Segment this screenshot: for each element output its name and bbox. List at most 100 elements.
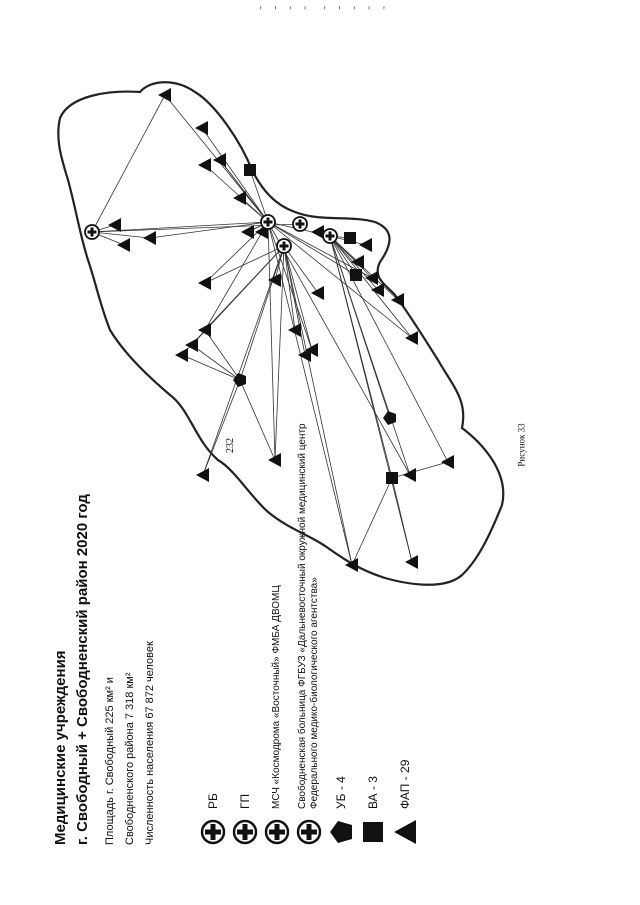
connection-line xyxy=(267,221,313,351)
fap-marker xyxy=(241,225,254,239)
legend-label: ФАП - 29 xyxy=(398,759,412,809)
fap-marker xyxy=(268,453,281,467)
scan-marks-left: ' ' ' ' xyxy=(258,6,310,16)
connection-line xyxy=(267,221,276,461)
legend-item-fap: ФАП - 29 xyxy=(392,405,418,845)
connection-line xyxy=(267,221,373,279)
pentagon-icon xyxy=(330,821,352,843)
connection-line xyxy=(191,344,241,381)
fap-marker xyxy=(117,238,130,252)
title-line-1: Медицинские учреждения xyxy=(52,650,69,845)
title-line-2: г. Свободный + Свободненский район 2020 … xyxy=(74,494,91,845)
connection-line xyxy=(181,354,241,381)
fap-marker xyxy=(391,293,404,307)
legend-label: ГП xyxy=(238,793,252,809)
hospital-marker-cross xyxy=(295,222,305,226)
connection-line xyxy=(267,221,353,566)
triangle-icon xyxy=(394,820,416,844)
connection-line xyxy=(91,231,151,239)
map-title: Медицинские учреждения г. Свободный + Св… xyxy=(50,25,94,845)
legend-label: МСЧ «Космодрома «Восточный» ФМБА ДВОМЦ xyxy=(271,585,282,809)
connection-line xyxy=(267,221,413,339)
fap-marker xyxy=(371,283,384,297)
fap-marker xyxy=(298,348,311,362)
connection-line xyxy=(329,235,411,476)
fap-marker xyxy=(195,121,208,135)
stats-population: Численность населения 67 872 человек xyxy=(144,641,156,845)
fap-marker xyxy=(198,276,211,290)
legend-item-gp: ГП xyxy=(232,405,258,845)
figure-caption: Рисунок 33 xyxy=(516,423,527,467)
connection-line xyxy=(91,221,269,233)
legend-block: Медицинские учреждения г. Свободный + Св… xyxy=(50,25,416,845)
fap-marker xyxy=(185,338,198,352)
connection-line xyxy=(202,379,241,476)
connection-line xyxy=(283,245,319,294)
connection-line xyxy=(329,235,413,563)
fap-marker xyxy=(198,158,211,172)
fap-marker xyxy=(405,555,418,569)
cross-circle-icon xyxy=(296,819,322,845)
connection-line xyxy=(249,169,269,223)
hospital-marker-cross xyxy=(279,244,289,248)
legend-item-hospital: Свободненская больница ФГБУЗ «Дальневост… xyxy=(296,405,322,845)
facility-markers xyxy=(84,88,454,572)
connection-line xyxy=(202,245,285,476)
legend-label: УБ - 4 xyxy=(334,776,348,809)
fap-marker xyxy=(359,238,372,252)
legend-list: РБ ГП МСЧ «Космодрома «Восточный» ФМБА Д… xyxy=(200,405,424,845)
connection-line xyxy=(283,245,296,331)
fap-marker xyxy=(158,88,171,102)
fap-marker xyxy=(311,225,324,239)
legend-item-va: ВА - 3 xyxy=(360,405,386,845)
connection-line xyxy=(391,461,449,479)
legend-label: ВА - 3 xyxy=(366,776,380,809)
connection-line xyxy=(204,329,241,381)
hospital-marker xyxy=(292,216,308,232)
hospital-marker-cross xyxy=(263,220,273,224)
connection-line xyxy=(239,379,276,461)
legend-label: Свободненская больница ФГБУЗ «Дальневост… xyxy=(297,423,320,809)
fap-marker xyxy=(268,273,281,287)
district-boundary xyxy=(57,81,505,586)
fap-marker xyxy=(233,191,246,205)
hospital-marker-cross xyxy=(87,230,97,234)
fap-marker xyxy=(213,153,226,167)
connection-line xyxy=(91,94,166,233)
connection-line xyxy=(201,127,269,223)
va-marker xyxy=(244,164,256,176)
fap-marker xyxy=(288,323,301,337)
connection-line xyxy=(329,235,413,339)
fap-marker xyxy=(441,455,454,469)
stats-area-city: Площадь г. Свободный 225 км² и xyxy=(104,677,116,845)
hospital-marker xyxy=(276,238,292,254)
connection-line xyxy=(219,159,269,223)
connection-line xyxy=(267,221,411,476)
fap-marker xyxy=(175,348,188,362)
va-marker xyxy=(344,232,356,244)
fap-marker xyxy=(403,468,416,482)
fap-marker xyxy=(405,331,418,345)
connection-line xyxy=(204,221,269,331)
connection-line xyxy=(204,245,285,331)
legend-item-msch: МСЧ «Космодрома «Восточный» ФМБА ДВОМЦ xyxy=(264,405,290,845)
stats-area-district: Свободненского района 7 318 км² xyxy=(124,672,136,845)
hospital-marker xyxy=(322,228,338,244)
fap-marker xyxy=(143,231,156,245)
fap-marker xyxy=(196,468,209,482)
legend-item-ub: УБ - 4 xyxy=(328,405,354,845)
fap-marker xyxy=(351,255,364,269)
connection-line xyxy=(239,245,285,381)
ub-marker xyxy=(383,411,396,425)
square-icon xyxy=(363,822,383,842)
connection-line xyxy=(267,221,357,276)
va-marker xyxy=(350,269,362,281)
connection-lines xyxy=(91,94,449,566)
hospital-marker xyxy=(84,224,100,240)
fap-marker xyxy=(198,323,211,337)
connection-line xyxy=(283,245,353,566)
connection-line xyxy=(204,245,285,284)
fap-marker xyxy=(305,343,318,357)
fap-marker xyxy=(365,271,378,285)
